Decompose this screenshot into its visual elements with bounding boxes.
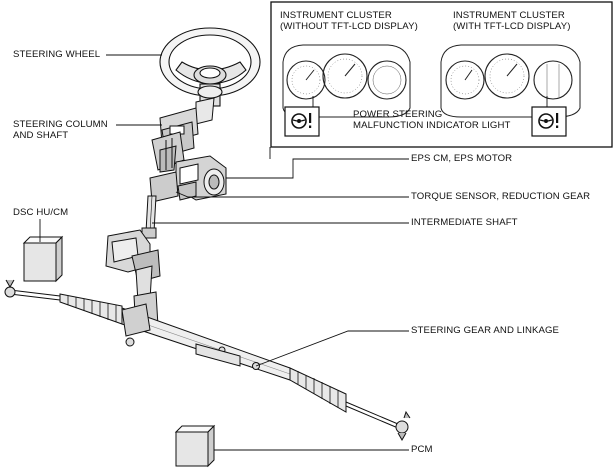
inset-cluster-right-subtitle: (WITH TFT-LCD DISPLAY) bbox=[453, 21, 571, 32]
inset-indicator-label: POWER STEERING bbox=[353, 109, 443, 120]
steering-warning-icon bbox=[531, 106, 567, 137]
label-steering-gear: STEERING GEAR AND LINKAGE bbox=[411, 325, 560, 336]
inset-cluster-right-title: INSTRUMENT CLUSTER bbox=[453, 10, 565, 21]
inset-cluster-left-title: INSTRUMENT CLUSTER bbox=[280, 10, 392, 21]
steering-column-drawing bbox=[151, 97, 215, 173]
label-intermediate-shaft: INTERMEDIATE SHAFT bbox=[411, 217, 518, 228]
inset-indicator-label-2: MALFUNCTION INDICATOR LIGHT bbox=[353, 120, 511, 131]
box-module-icon bbox=[174, 424, 216, 468]
label-steering-column-2: AND SHAFT bbox=[13, 130, 69, 141]
label-dsc-hu-cm: DSC HU/CM bbox=[13, 207, 69, 218]
box-module-icon bbox=[22, 235, 64, 283]
label-steering-wheel: STEERING WHEEL bbox=[13, 49, 101, 60]
cluster-without-tft bbox=[282, 44, 411, 137]
steering-wheel-drawing bbox=[159, 27, 261, 107]
intermediate-shaft-drawing bbox=[141, 195, 157, 239]
inset-cluster-left-subtitle: (WITHOUT TFT-LCD DISPLAY) bbox=[280, 21, 418, 32]
label-eps-cm-motor: EPS CM, EPS MOTOR bbox=[411, 153, 513, 164]
steering-warning-icon bbox=[284, 106, 320, 137]
cluster-with-tft bbox=[440, 44, 581, 137]
steering-rack-drawing bbox=[4, 279, 411, 442]
label-pcm: PCM bbox=[411, 444, 433, 455]
steering-gear-housing bbox=[105, 229, 161, 331]
eps-motor-drawing bbox=[149, 155, 227, 203]
leader-lines bbox=[39, 54, 409, 451]
label-torque-sensor: TORQUE SENSOR, REDUCTION GEAR bbox=[411, 191, 591, 202]
gauge-icon bbox=[286, 53, 407, 100]
label-steering-column: STEERING COLUMN bbox=[13, 119, 108, 130]
